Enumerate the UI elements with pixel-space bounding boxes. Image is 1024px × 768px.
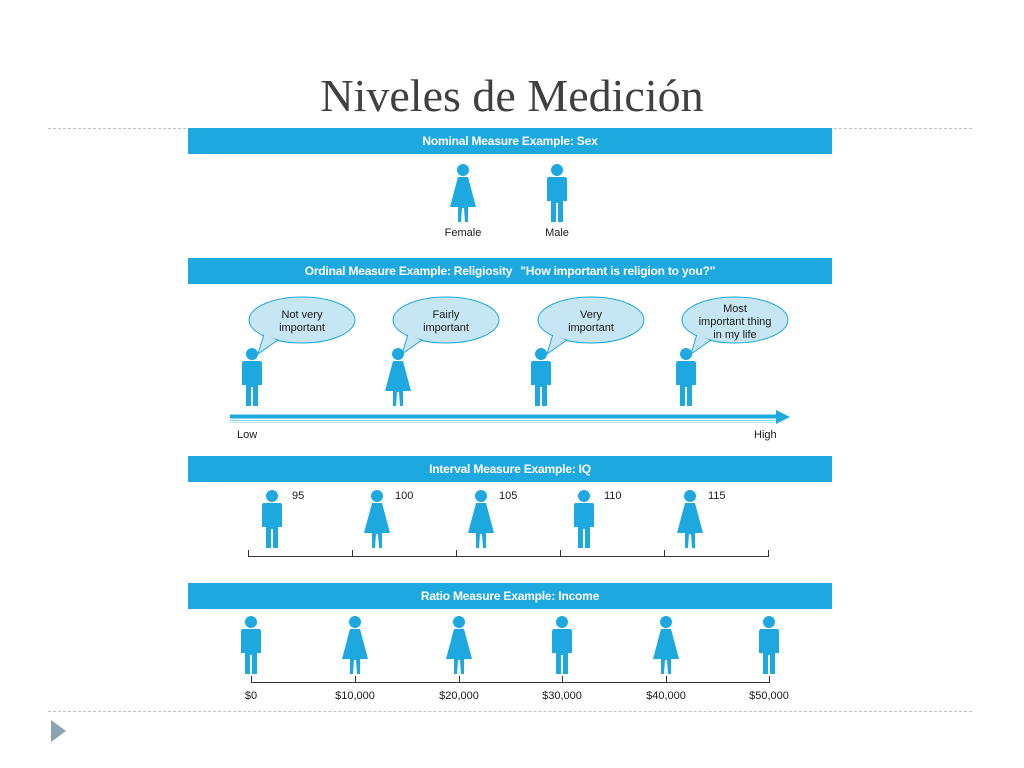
- female-figure-icon: [467, 489, 495, 554]
- scale-low-label: Low: [237, 429, 258, 441]
- male-figure-icon: [755, 615, 783, 680]
- ordinal-question: "How important is religion to you?": [520, 264, 716, 278]
- axis-tick: [251, 676, 252, 683]
- speech-bubble: Fairly important: [392, 296, 500, 356]
- axis-tick: [456, 550, 457, 557]
- female-figure-icon: [384, 347, 412, 412]
- male-figure-icon: [527, 347, 555, 412]
- speech-bubble: Most important thing in my life: [681, 296, 789, 356]
- ratio-header: Ratio Measure Example: Income: [188, 583, 832, 609]
- male-figure-icon: [258, 489, 286, 554]
- income-axis: [251, 682, 770, 683]
- ordinal-header-title: Ordinal Measure Example: Religiosity: [304, 264, 513, 278]
- income-label: $30,000: [542, 690, 582, 702]
- axis-tick: [664, 550, 665, 557]
- female-figure-icon: [363, 489, 391, 554]
- axis-tick: [666, 676, 667, 683]
- income-label: $10,000: [335, 690, 375, 702]
- next-slide-arrow-icon[interactable]: [50, 719, 68, 748]
- male-figure-icon: [237, 615, 265, 680]
- scale-high-label: High: [754, 429, 777, 441]
- income-label: $0: [244, 690, 258, 702]
- axis-tick: [355, 676, 356, 683]
- footer-divider: [48, 711, 972, 712]
- iq-value-label: 110: [604, 490, 622, 502]
- iq-value-label: 100: [395, 490, 414, 502]
- female-figure-icon: [341, 615, 369, 680]
- axis-tick: [459, 676, 460, 683]
- male-label: Male: [545, 227, 569, 239]
- low-to-high-arrow-icon: [230, 410, 792, 433]
- male-figure-icon: [570, 489, 598, 554]
- speech-bubble: Not very important: [248, 296, 356, 356]
- female-figure-icon: [445, 615, 473, 680]
- bubble-text: Not very important: [279, 309, 325, 334]
- iq-value-label: 105: [499, 490, 518, 502]
- ordinal-header: Ordinal Measure Example: Religiosity "How…: [188, 258, 832, 284]
- female-figure-icon: [652, 615, 680, 680]
- income-label: $20,000: [439, 690, 479, 702]
- income-label: $50,000: [749, 690, 789, 702]
- speech-bubble: Very important: [537, 296, 645, 356]
- male-figure-icon: [238, 347, 266, 412]
- male-figure-icon: [672, 347, 700, 412]
- iq-value-label: 115: [708, 490, 726, 502]
- axis-tick: [562, 676, 563, 683]
- axis-tick: [248, 550, 249, 557]
- slide-title: Niveles de Medición: [320, 70, 704, 121]
- axis-tick: [768, 550, 769, 557]
- bubble-text: Very important: [568, 309, 614, 334]
- iq-axis: [248, 556, 769, 557]
- iq-value-label: 95: [292, 490, 305, 502]
- axis-tick: [769, 676, 770, 683]
- female-label: Female: [444, 227, 482, 239]
- bubble-text: Fairly important: [423, 309, 469, 334]
- female-figure-icon: [676, 489, 704, 554]
- bubble-text: Most important thing in my life: [698, 302, 772, 341]
- income-label: $40,000: [646, 690, 686, 702]
- female-figure-icon: [449, 163, 477, 228]
- male-figure-icon: [548, 615, 576, 680]
- axis-tick: [352, 550, 353, 557]
- axis-tick: [560, 550, 561, 557]
- nominal-header: Nominal Measure Example: Sex: [188, 128, 832, 154]
- male-figure-icon: [543, 163, 571, 228]
- interval-header: Interval Measure Example: IQ: [188, 456, 832, 482]
